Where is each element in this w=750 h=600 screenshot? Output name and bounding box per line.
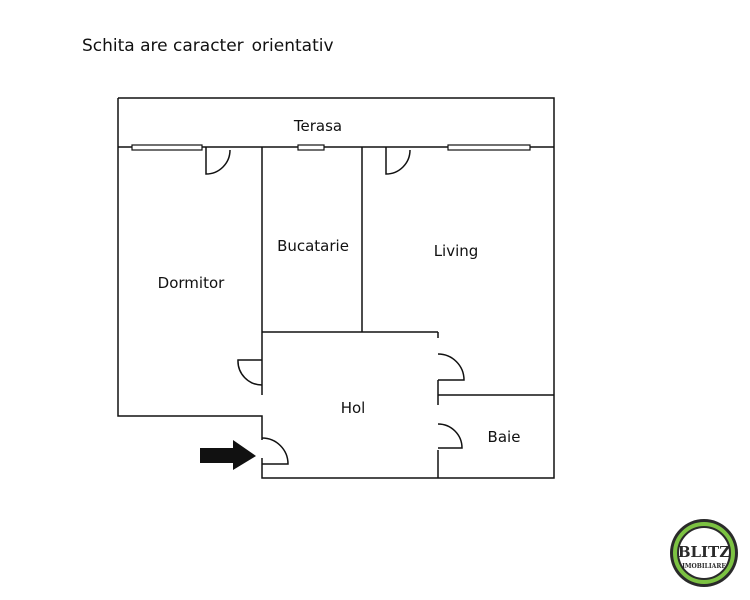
door-entrance bbox=[261, 437, 289, 465]
logo-green-ring bbox=[673, 522, 735, 584]
doors bbox=[205, 147, 465, 465]
logo-tagline: IMOBILIARE bbox=[682, 563, 726, 570]
door-bath bbox=[437, 423, 463, 449]
door-bedroom-terrace bbox=[205, 147, 231, 175]
room-label-hol: Hol bbox=[341, 399, 366, 417]
door-bedroom-hall bbox=[237, 359, 263, 386]
window-kitchen bbox=[297, 144, 325, 151]
logo-name: BLITZ bbox=[678, 543, 730, 561]
door-living-hall bbox=[437, 353, 465, 381]
window-bedroom bbox=[131, 144, 203, 151]
entrance-arrow-icon bbox=[200, 440, 256, 470]
room-label-living: Living bbox=[434, 242, 479, 260]
room-label-baie: Baie bbox=[488, 428, 521, 446]
outer-wall-left bbox=[117, 98, 263, 440]
blitz-logo: BLITZ IMOBILIARE bbox=[670, 519, 738, 587]
room-label-terasa: Terasa bbox=[293, 117, 342, 135]
room-label-bucatarie: Bucatarie bbox=[277, 237, 349, 255]
disclaimer-part-2: orientativ bbox=[251, 36, 334, 56]
outer-wall bbox=[118, 97, 555, 479]
disclaimer-part-1: Schita are caracter bbox=[82, 36, 244, 56]
windows bbox=[131, 144, 531, 151]
logo-inner bbox=[679, 528, 729, 578]
room-label-dormitor: Dormitor bbox=[158, 274, 225, 292]
plan-disclaimer: Schita are caracter orientativ bbox=[82, 36, 334, 56]
door-living-terrace bbox=[385, 147, 411, 175]
window-living bbox=[447, 144, 531, 151]
